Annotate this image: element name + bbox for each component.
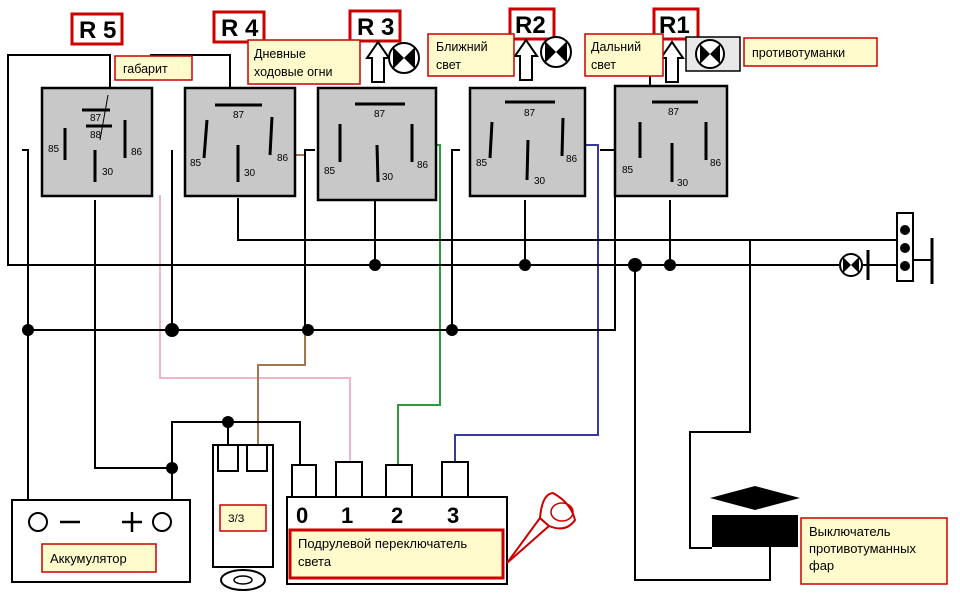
fog-switch-label-line3: фар [809,558,834,573]
switch-pos-1: 1 [341,503,353,528]
label-low-beam: Ближний свет [427,33,515,77]
r3-lamp-icon [388,42,420,74]
label-high-beam-line2: свет [591,58,616,72]
r5-pin-85: 85 [48,144,60,155]
r4-pin-87: 87 [233,110,245,121]
relay-title-r1: R1 [652,7,700,41]
r1-pin-86: 86 [710,158,722,169]
relay-title-r4-text: R 4 [221,15,259,42]
r2-lamp-icon [540,36,572,68]
switch-label-line2: света [298,554,332,569]
ignition-label: З/З [228,513,245,525]
relay-title-r5-text: R 5 [79,17,116,44]
r5-pin-86: 86 [131,147,143,158]
r2-pin-85: 85 [476,158,488,169]
label-gabarit: габарит [114,55,193,81]
r5-pin-30: 30 [102,167,114,178]
r1-pin-87: 87 [668,107,680,118]
label-high-beam: Дальний свет [584,33,664,77]
battery: Аккумулятор [11,499,191,583]
label-high-beam-line1: Дальний [591,40,641,54]
pink-wire [159,195,351,465]
fog-switch-label-line1: Выключатель [809,524,891,539]
right-lamp-stack-icon [896,212,934,284]
brown-wire [257,154,306,445]
label-fog-text: противотуманки [752,46,845,60]
horn-icon [506,491,577,564]
relay-title-r1-text: R1 [659,12,690,39]
battery-label: Аккумулятор [50,551,127,566]
relay-title-r5: R 5 [70,12,124,46]
r3-pin-87: 87 [374,109,386,120]
r4-pin-86: 86 [277,153,289,164]
label-drl-line1: Дневные [254,47,306,61]
relay-title-r2: R2 [508,7,556,41]
label-gabarit-text: габарит [123,62,168,76]
relay-r4: 87 85 86 30 [183,86,297,198]
relay-r1: 87 85 86 30 [613,84,729,198]
relay-r5: 87 88 85 86 30 [40,86,154,198]
relay-r2: 87 85 86 30 [468,86,587,198]
r2-lamp-arrow [513,38,539,81]
r4-pin-30: 30 [244,168,256,179]
r1-pin-85: 85 [622,165,634,176]
r5-pin-87: 87 [90,113,102,124]
blue-wire [454,144,599,462]
junction-dots [22,258,676,474]
r2-pin-87: 87 [524,108,536,119]
r3-pin-30: 30 [382,172,394,183]
light-column-switch: 0 1 2 3 Подрулевой переключатель света [286,461,508,585]
label-drl-line2: ходовые огни [254,65,332,79]
switch-pos-3: 3 [447,503,459,528]
r4-pin-85: 85 [190,158,202,169]
switch-pos-0: 0 [296,503,308,528]
r2-pin-30: 30 [534,176,546,187]
relay-r3: 87 85 86 30 [316,86,438,202]
r3-lamp-arrow [365,40,391,83]
relay-title-r2-text: R2 [515,12,546,39]
label-low-beam-line1: Ближний [436,40,488,54]
fog-switch: Выключатель противотуманных фар [710,486,948,585]
switch-pos-2: 2 [391,503,403,528]
relay-title-r3: R 3 [348,9,402,43]
r1-pin-30: 30 [677,178,689,189]
r5-pin-88: 88 [90,130,102,141]
label-low-beam-line2: свет [436,58,461,72]
right-lamp-icon [839,250,870,280]
r3-pin-85: 85 [324,166,336,177]
relay-title-r3-text: R 3 [357,14,394,41]
ignition-switch: З/З [212,444,274,591]
label-fog: противотуманки [743,37,878,67]
switch-label-line1: Подрулевой переключатель [298,536,467,551]
r2-pin-86: 86 [566,154,578,165]
r1-lamp-arrow [659,40,685,83]
r3-pin-86: 86 [417,160,429,171]
fog-switch-label-line2: противотуманных [809,541,916,556]
relay-title-r4: R 4 [212,10,266,44]
fog-lamp-icon [685,36,741,72]
label-drl: Дневные ходовые огни [247,39,361,85]
